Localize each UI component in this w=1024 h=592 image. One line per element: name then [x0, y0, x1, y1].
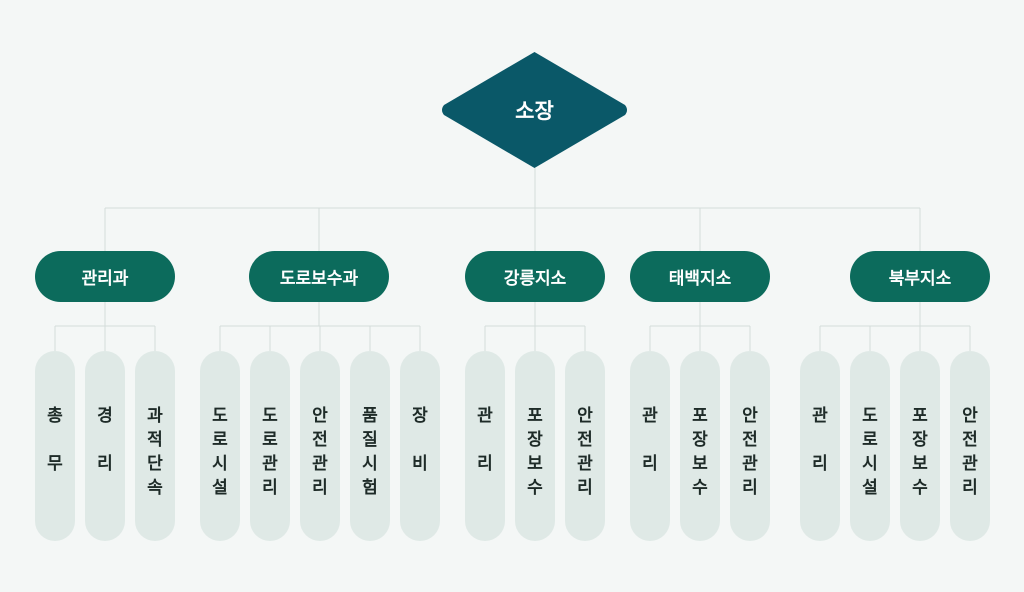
unit-char: 시	[862, 454, 878, 474]
department-node: 관리과	[35, 251, 175, 302]
diamond-shape	[442, 52, 627, 168]
unit-char: 리	[812, 454, 828, 474]
unit-char: 장	[412, 406, 428, 426]
unit-char: 관	[742, 454, 758, 474]
unit-char	[482, 428, 488, 452]
unit-node: 관 리	[800, 351, 840, 541]
unit-char: 리	[477, 454, 493, 474]
unit-node: 총 무	[35, 351, 75, 541]
unit-char	[417, 428, 423, 452]
root-label: 소장	[515, 99, 554, 123]
department-node: 강릉지소	[465, 251, 605, 302]
unit-char	[817, 428, 823, 452]
unit-char: 무	[47, 454, 63, 474]
unit-char	[102, 428, 108, 452]
unit-char: 리	[262, 478, 278, 498]
unit-char: 관	[577, 454, 593, 474]
unit-char: 관	[477, 406, 493, 426]
unit-char: 적	[147, 430, 163, 450]
unit-char: 보	[527, 454, 543, 474]
unit-char: 총	[47, 406, 63, 426]
unit-char: 장	[692, 430, 708, 450]
unit-char: 전	[962, 430, 978, 450]
unit-char: 질	[362, 430, 378, 450]
unit-char: 관	[812, 406, 828, 426]
unit-char: 속	[147, 478, 163, 498]
unit-char: 로	[262, 430, 278, 450]
unit-char: 로	[212, 430, 228, 450]
unit-char: 안	[742, 406, 758, 426]
unit-char: 설	[212, 478, 228, 498]
department-node: 도로보수과	[249, 251, 389, 302]
unit-char	[647, 428, 653, 452]
unit-char: 장	[912, 430, 928, 450]
unit-char: 포	[692, 406, 708, 426]
unit-char: 포	[912, 406, 928, 426]
department-node: 북부지소	[850, 251, 990, 302]
unit-char: 리	[642, 454, 658, 474]
unit-char: 전	[312, 430, 328, 450]
unit-char: 험	[362, 478, 378, 498]
unit-char: 안	[962, 406, 978, 426]
unit-char: 전	[742, 430, 758, 450]
unit-char: 수	[912, 478, 928, 498]
department-node: 태백지소	[630, 251, 770, 302]
unit-char: 도	[262, 406, 278, 426]
unit-char: 경	[97, 406, 113, 426]
unit-node: 관 리	[465, 351, 505, 541]
unit-char: 전	[577, 430, 593, 450]
unit-char: 포	[527, 406, 543, 426]
unit-char: 관	[312, 454, 328, 474]
unit-char: 안	[577, 406, 593, 426]
unit-char: 과	[147, 406, 163, 426]
unit-char: 관	[262, 454, 278, 474]
unit-char: 수	[692, 478, 708, 498]
unit-char: 시	[362, 454, 378, 474]
unit-char: 관	[962, 454, 978, 474]
unit-char: 리	[742, 478, 758, 498]
unit-node: 관 리	[630, 351, 670, 541]
unit-node: 장 비	[400, 351, 440, 541]
unit-char: 도	[212, 406, 228, 426]
unit-char: 리	[97, 454, 113, 474]
unit-char: 보	[912, 454, 928, 474]
unit-char: 리	[312, 478, 328, 498]
unit-char: 관	[642, 406, 658, 426]
unit-char	[52, 428, 58, 452]
unit-char: 수	[527, 478, 543, 498]
unit-char: 리	[577, 478, 593, 498]
unit-char: 시	[212, 454, 228, 474]
root-node: 소장	[440, 50, 629, 170]
unit-char: 로	[862, 430, 878, 450]
unit-char: 비	[412, 454, 428, 474]
unit-char: 보	[692, 454, 708, 474]
unit-char: 도	[862, 406, 878, 426]
unit-char: 설	[862, 478, 878, 498]
unit-char: 장	[527, 430, 543, 450]
unit-char: 리	[962, 478, 978, 498]
unit-char: 단	[147, 454, 163, 474]
unit-char: 품	[362, 406, 378, 426]
unit-node: 경 리	[85, 351, 125, 541]
unit-char: 안	[312, 406, 328, 426]
